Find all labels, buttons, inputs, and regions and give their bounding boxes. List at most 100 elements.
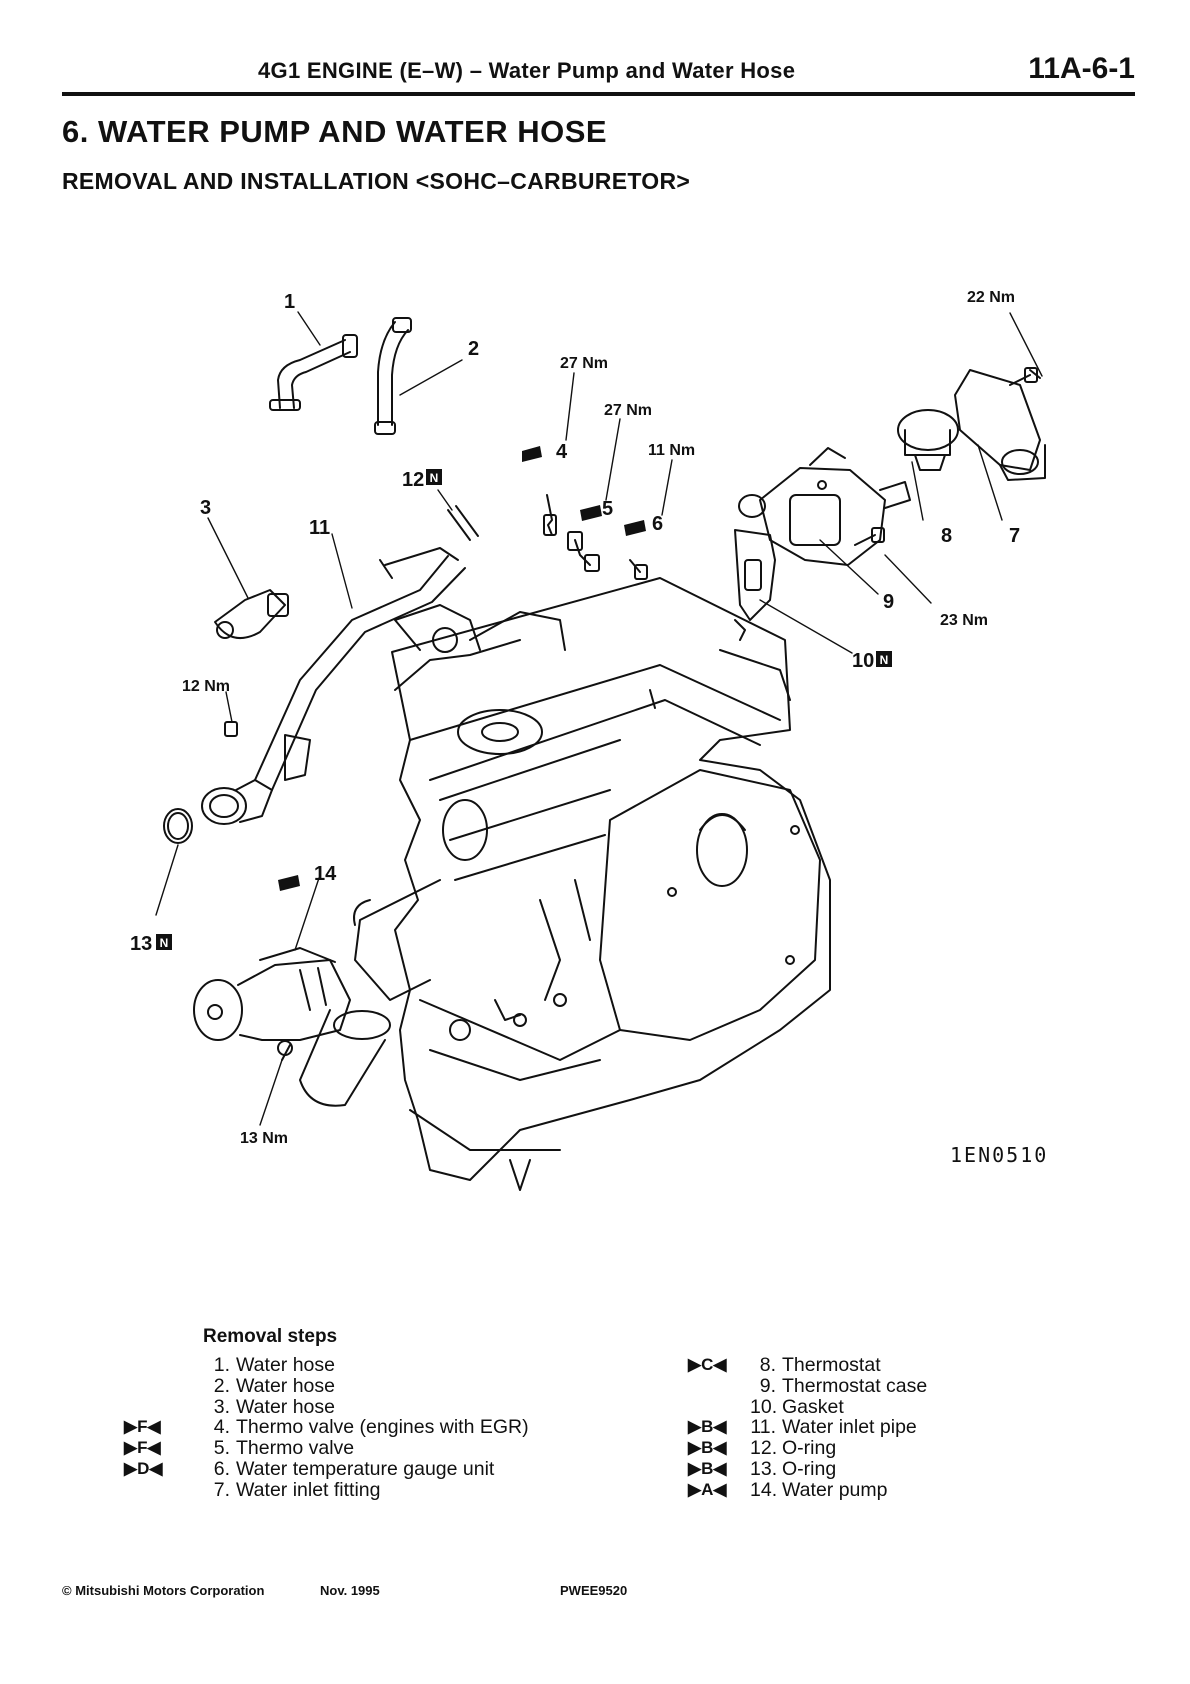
- torque-22nm: 22 Nm: [967, 289, 1015, 306]
- removal-step-text: O-ring: [782, 1437, 837, 1460]
- removal-step-row: ▶F◀ 5. Thermo valve: [124, 1438, 529, 1459]
- removal-step-row: ▶B◀11.Water inlet pipe: [688, 1417, 927, 1438]
- new-part-markers: N N N: [156, 469, 892, 950]
- callout-4: 4: [556, 441, 568, 463]
- torque-27nm-a: 27 Nm: [560, 355, 608, 372]
- removal-step-row: ▶F◀ 4. Thermo valve (engines with EGR): [124, 1417, 529, 1438]
- removal-step-text: Water hose: [236, 1395, 335, 1418]
- installation-reference-mark: ▶C◀: [688, 1355, 727, 1374]
- removal-step-number: 14.: [750, 1478, 778, 1501]
- callout-8: 8: [941, 525, 952, 547]
- water-inlet-fitting-drawing: [954, 369, 1046, 481]
- callout-9: 9: [883, 591, 894, 613]
- installation-reference-mark: ▶A◀: [688, 1479, 727, 1499]
- bolt-12nm-drawing: [224, 721, 238, 737]
- water-hose-3-drawing: [214, 589, 289, 640]
- callout-6: 6: [652, 513, 663, 535]
- bolt-23nm-drawing: [854, 527, 885, 546]
- water-pump-drawing: [193, 947, 351, 1061]
- header-section-title: 4G1 ENGINE (E–W) – Water Pump and Water …: [258, 58, 796, 83]
- callout-2: 2: [468, 338, 479, 360]
- installation-reference-mark: ▶F◀: [124, 1417, 161, 1437]
- removal-steps-title: Removal steps: [203, 1326, 338, 1347]
- callout-7: 7: [1009, 525, 1020, 547]
- removal-step-row: ▶C◀8.Thermostat: [688, 1355, 927, 1376]
- torque-11nm: 11 Nm: [648, 442, 695, 459]
- removal-step-number: 4.: [213, 1416, 230, 1439]
- installation-reference-mark: ▶B◀: [688, 1438, 727, 1458]
- svg-text:N: N: [430, 471, 439, 485]
- removal-step-text: Water inlet fitting: [236, 1478, 381, 1501]
- header-rule: [62, 92, 1135, 96]
- bolt-22nm-drawing: [1009, 367, 1038, 386]
- installation-reference-mark: ▶B◀: [688, 1417, 727, 1437]
- removal-step-text: O-ring: [782, 1457, 837, 1480]
- gasket-drawing: [734, 529, 776, 621]
- removal-step-number: 5.: [213, 1437, 230, 1460]
- removal-step-number: 12.: [750, 1437, 778, 1460]
- removal-step-number: 9.: [759, 1374, 776, 1397]
- thermo-valve-5-drawing: [567, 531, 600, 572]
- removal-step-number: 11.: [750, 1416, 776, 1439]
- callout-13: 13: [130, 933, 152, 955]
- torque-12nm: 12 Nm: [182, 678, 230, 695]
- removal-step-text: Water hose: [236, 1374, 335, 1397]
- removal-step-number: 3.: [213, 1395, 230, 1418]
- removal-step-number: 6.: [213, 1457, 230, 1480]
- water-inlet-pipe-drawing: [201, 547, 466, 825]
- thermostat-case-drawing: [738, 447, 911, 566]
- engine-assembly-drawing: [299, 577, 831, 1191]
- page-title: 6. WATER PUMP AND WATER HOSE: [62, 114, 608, 149]
- removal-step-row: ▶B◀13.O-ring: [688, 1459, 927, 1480]
- figure-code: 1EN0510: [950, 1143, 1048, 1167]
- removal-step-row: 7. Water inlet fitting: [124, 1478, 529, 1501]
- installation-reference-mark: ▶F◀: [124, 1438, 161, 1458]
- removal-step-text: Thermo valve (engines with EGR): [236, 1416, 529, 1439]
- removal-step-text: Water hose: [236, 1354, 335, 1376]
- page-number: 11A-6-1: [1028, 52, 1135, 85]
- removal-step-text: Gasket: [782, 1395, 844, 1418]
- removal-step-row: 3. Water hose: [124, 1395, 529, 1418]
- page-subtitle: REMOVAL AND INSTALLATION <SOHC–CARBURETO…: [62, 168, 691, 194]
- removal-step-number: 13.: [750, 1457, 778, 1480]
- removal-step-row: 1.Water hose: [124, 1355, 529, 1376]
- callout-14: 14: [314, 863, 337, 885]
- thermostat-drawing: [897, 409, 959, 471]
- water-hose-2-drawing: [374, 317, 412, 435]
- callout-12: 12: [402, 469, 424, 491]
- o-ring-12-drawing: [447, 505, 479, 541]
- new-part-marker-12: N: [426, 469, 442, 485]
- removal-step-number: 2.: [213, 1374, 230, 1397]
- leader-lines: [155, 311, 1043, 1126]
- removal-step-text: Water pump: [782, 1478, 888, 1501]
- svg-text:N: N: [160, 936, 169, 950]
- removal-step-row: ▶D◀ 6. Water temperature gauge unit: [124, 1459, 529, 1480]
- torque-13nm: 13 Nm: [240, 1130, 288, 1147]
- removal-step-text: Thermostat: [782, 1354, 881, 1376]
- new-part-marker-10: N: [876, 651, 892, 667]
- removal-step-row: 10.Gasket: [688, 1395, 927, 1418]
- removal-step-row: 9. Thermostat case: [688, 1374, 928, 1397]
- footer-date: Nov. 1995: [320, 1583, 380, 1598]
- callout-3: 3: [200, 497, 211, 519]
- torque-27nm-b: 27 Nm: [604, 402, 652, 419]
- exploded-view-diagram: 1 2 3 4 5 6 7 8 9 10 11 12 13 14 N N N 2…: [130, 289, 1048, 1191]
- installation-reference-mark: ▶D◀: [124, 1458, 163, 1478]
- removal-step-number: 10.: [750, 1395, 778, 1418]
- thermo-valve-4-drawing: [543, 494, 557, 536]
- footer-copyright: © Mitsubishi Motors Corporation: [62, 1583, 265, 1598]
- removal-step-text: Water temperature gauge unit: [236, 1457, 495, 1480]
- removal-step-text: Thermostat case: [782, 1374, 928, 1397]
- removal-step-row: ▶B◀ 12.O-ring: [688, 1438, 927, 1459]
- callout-5: 5: [602, 498, 613, 520]
- threaded-parts: [278, 446, 646, 891]
- callout-1: 1: [284, 291, 295, 313]
- torque-labels: 22 Nm 27 Nm 27 Nm 11 Nm 23 Nm 12 Nm 13 N…: [182, 289, 1015, 1147]
- removal-step-row: 2. Water hose: [124, 1374, 529, 1397]
- removal-step-number: 7.: [213, 1478, 230, 1501]
- removal-step-text: Thermo valve: [236, 1437, 355, 1460]
- removal-step-row: ▶A◀ 14.Water pump: [688, 1478, 927, 1501]
- callout-11: 11: [309, 517, 330, 539]
